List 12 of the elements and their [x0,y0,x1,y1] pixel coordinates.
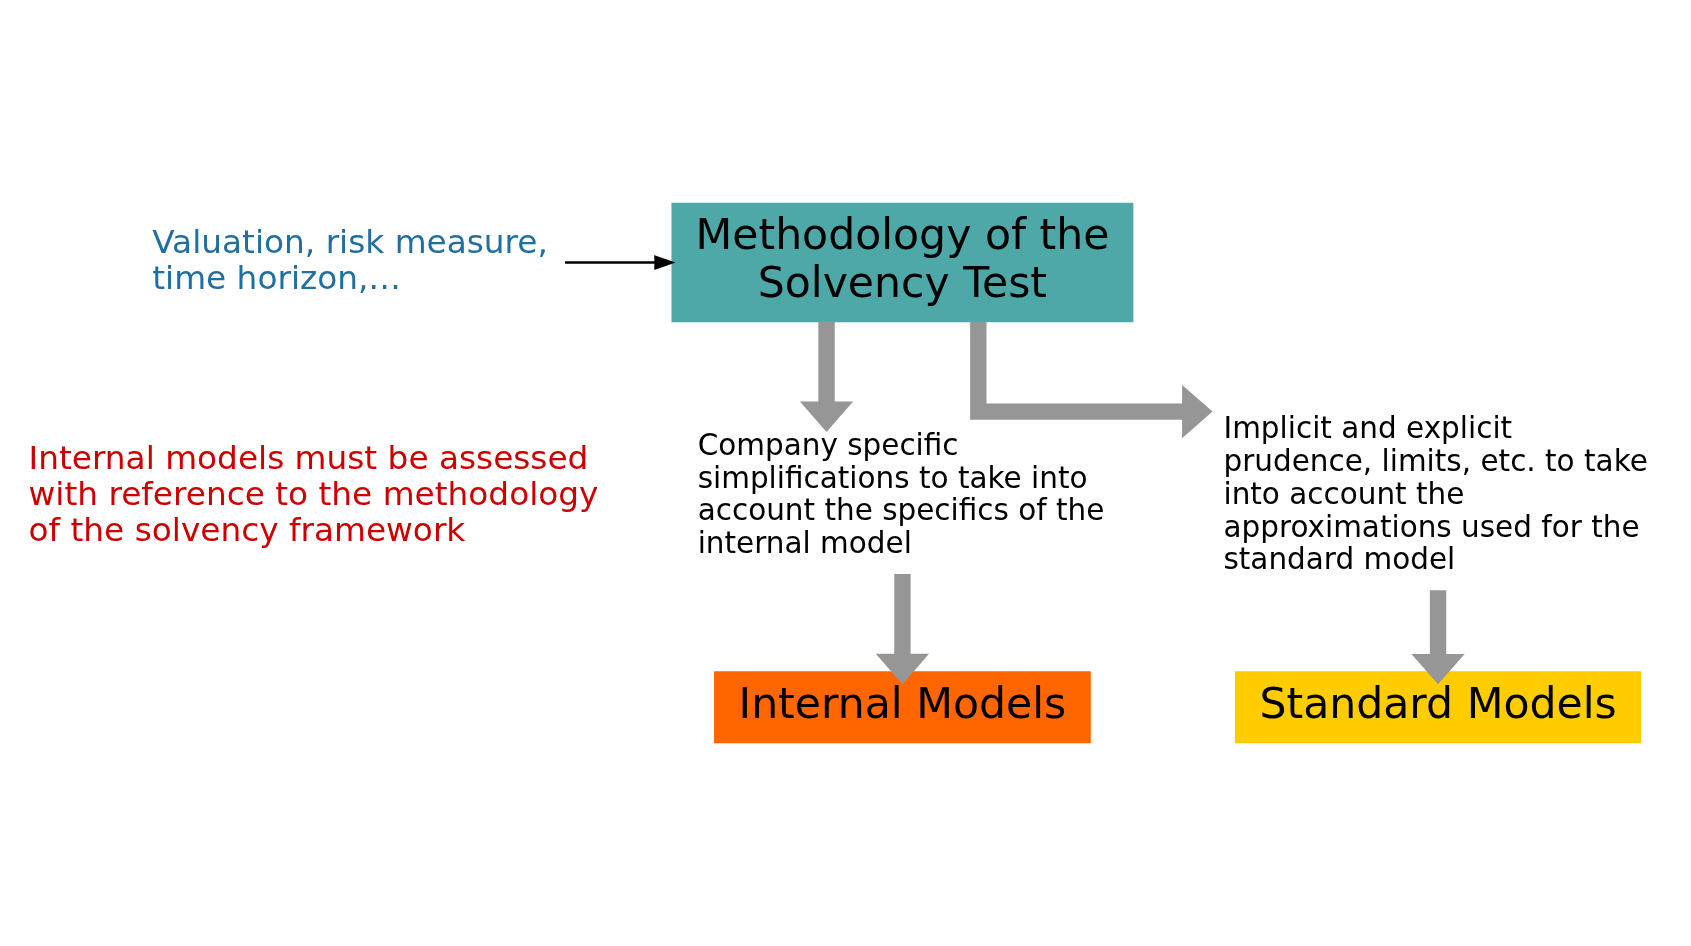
arrow [799,321,854,432]
node-box: Standard Models [1234,671,1642,744]
label: Internal models must be assessed with reference to the methodology of the solvency framework [28,438,599,549]
node-box: Methodology of the Solvency Test [671,202,1134,323]
node-text: Valuation, risk measure, time horizon,… [152,222,548,297]
arrow [565,255,676,270]
node-box: Internal Models [714,671,1091,744]
arrow [1411,590,1465,685]
arrow [970,321,1213,439]
node-text: Implicit and explicit prudence, limits, etc. to take into account the approximations used for the standard model [1223,411,1648,577]
arrow [875,573,930,685]
node-text: Company specific simplifications to take into account the specifics of the internal model [697,427,1105,561]
